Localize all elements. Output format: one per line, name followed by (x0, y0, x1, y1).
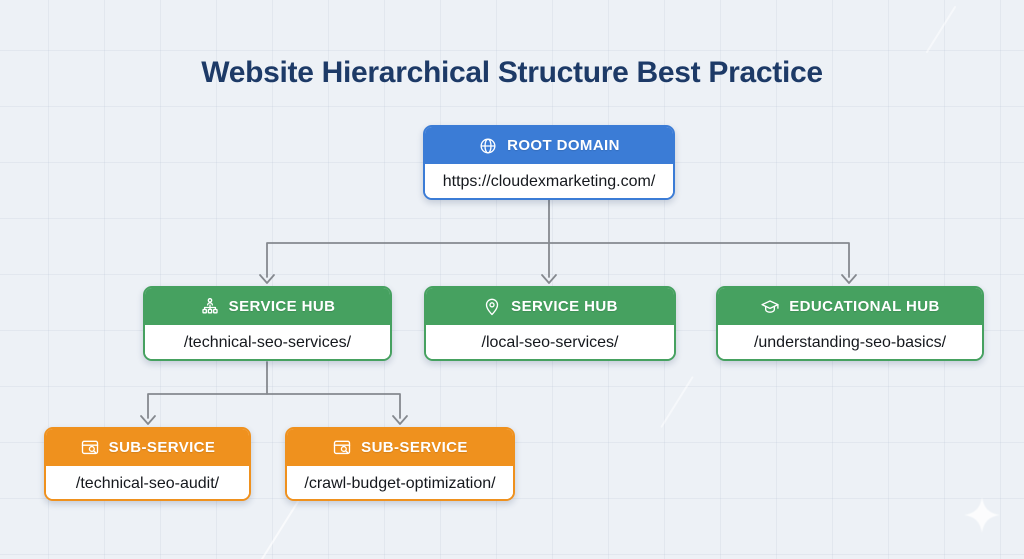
decorative-diagonal-line (925, 5, 957, 54)
node-service-hub-local-header: SERVICE HUB (426, 288, 674, 325)
url-text: /local-seo-services/ (481, 334, 619, 351)
node-educational-hub-url: /understanding-seo-basics/ (718, 325, 982, 359)
node-sub-service-audit-url: /technical-seo-audit/ (46, 466, 249, 499)
url-text: /understanding-seo-basics/ (753, 334, 947, 351)
node-label: EDUCATIONAL HUB (789, 298, 940, 315)
browser-search-icon (80, 438, 100, 458)
node-sub-service-crawl-budget-url: /crawl-budget-optimization/ (287, 466, 513, 499)
sparkle-decoration (964, 497, 1000, 533)
location-pin-icon (482, 297, 502, 317)
url-text: https://cloudexmarketing.com/ (442, 173, 656, 190)
node-label: SERVICE HUB (511, 298, 618, 315)
url-text: /technical-seo-services/ (183, 334, 352, 351)
node-label: ROOT DOMAIN (507, 137, 620, 154)
url-text: /crawl-budget-optimization/ (304, 475, 496, 492)
node-label: SUB-SERVICE (361, 439, 468, 456)
node-educational-hub-header: EDUCATIONAL HUB (718, 288, 982, 325)
arrowhead-sub2 (392, 415, 408, 425)
graduation-cap-icon (760, 297, 780, 317)
node-root-domain-header: ROOT DOMAIN (425, 127, 673, 164)
node-sub-service-audit-header: SUB-SERVICE (46, 429, 249, 466)
node-service-hub-local-url: /local-seo-services/ (426, 325, 674, 359)
connector-root-branch (266, 242, 850, 278)
browser-search-icon (332, 438, 352, 458)
arrowhead-hub3 (841, 274, 857, 284)
node-service-hub-technical-url: /technical-seo-services/ (145, 325, 390, 359)
url-text: /technical-seo-audit/ (75, 475, 220, 492)
node-label: SERVICE HUB (228, 298, 336, 315)
node-sub-service-crawl-budget-header: SUB-SERVICE (287, 429, 513, 466)
sitemap-icon (200, 297, 220, 317)
node-root-domain-url: https://cloudexmarketing.com/ (425, 164, 673, 198)
node-sub-service-crawl-budget: SUB-SERVICE /crawl-budget-optimization/ (285, 427, 515, 501)
arrowhead-hub2 (541, 274, 557, 284)
node-sub-service-audit: SUB-SERVICE /technical-seo-audit/ (44, 427, 251, 501)
node-service-hub-technical-header: SERVICE HUB (145, 288, 390, 325)
arrowhead-hub1 (259, 274, 275, 284)
node-root-domain: ROOT DOMAIN https://cloudexmarketing.com… (423, 125, 675, 200)
arrowhead-sub1 (140, 415, 156, 425)
page-title: Website Hierarchical Structure Best Prac… (201, 56, 823, 90)
node-educational-hub: EDUCATIONAL HUB /understanding-seo-basic… (716, 286, 984, 361)
connector-hub1-branch (147, 393, 401, 419)
decorative-diagonal-line (660, 376, 694, 428)
node-service-hub-local: SERVICE HUB /local-seo-services/ (424, 286, 676, 361)
globe-icon (478, 136, 498, 156)
node-label: SUB-SERVICE (108, 439, 216, 456)
node-service-hub-technical: SERVICE HUB /technical-seo-services/ (143, 286, 392, 361)
